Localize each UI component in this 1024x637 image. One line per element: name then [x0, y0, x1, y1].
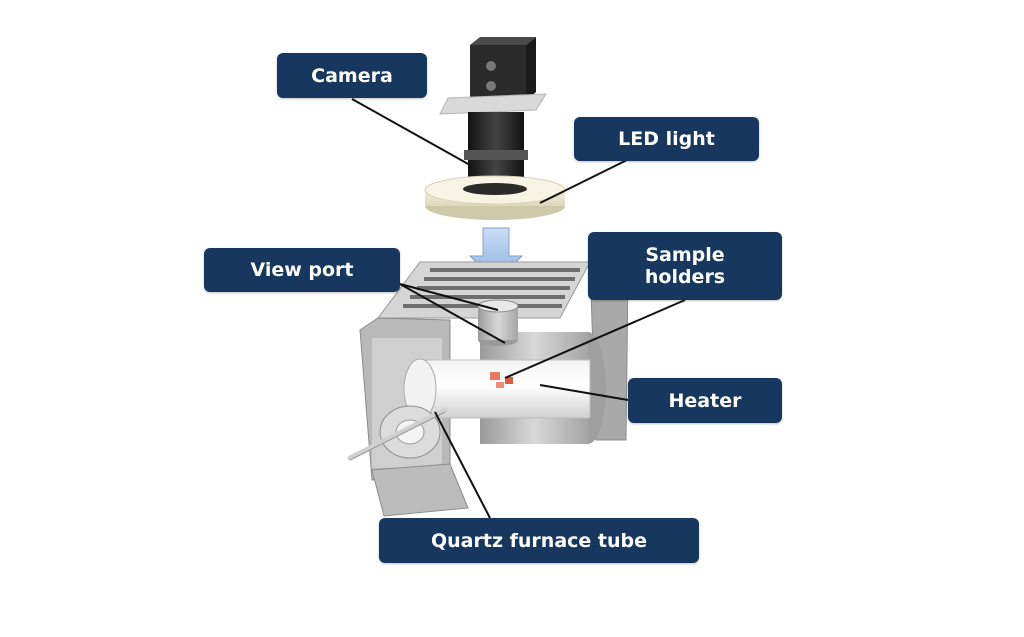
gas-inlet-rod-edge: [349, 411, 446, 461]
label-camera-text: Camera: [311, 64, 393, 87]
camera-illustration: [439, 37, 547, 188]
label-heater: Heater: [628, 378, 782, 423]
camera-lens-dot-bottom: [486, 81, 496, 91]
leader-led-light: [539, 159, 628, 204]
sample-holder-1: [490, 372, 500, 380]
label-heater-text: Heater: [668, 389, 742, 412]
camera-lens-dot-top: [486, 61, 496, 71]
camera-mount-plate: [439, 93, 547, 115]
camera-lens-ring: [464, 150, 528, 160]
gas-inlet-rod: [347, 407, 448, 461]
leader-sample-holders: [504, 299, 686, 379]
sample-holder-2: [505, 377, 513, 384]
label-camera: Camera: [277, 53, 427, 98]
label-led-light-text: LED light: [618, 128, 715, 150]
label-quartz-tube-text: Quartz furnace tube: [431, 529, 647, 552]
label-sample-holders: Sample holders: [588, 232, 782, 300]
camera-head-top: [470, 37, 536, 45]
view-port-top: [477, 299, 519, 313]
leader-view-port-b: [399, 283, 506, 344]
label-sample-holders-line2: holders: [644, 266, 726, 288]
label-view-port-text: View port: [250, 259, 354, 281]
label-view-port: View port: [204, 248, 400, 292]
led-ring-hole: [463, 183, 527, 195]
label-quartz-tube: Quartz furnace tube: [379, 518, 699, 563]
furnace-base: [371, 463, 469, 517]
label-led-light: LED light: [574, 117, 759, 161]
led-light-illustration: [424, 175, 566, 220]
leader-heater: [539, 384, 629, 401]
leader-quartz-tube: [434, 411, 491, 519]
leader-view-port-a: [399, 283, 499, 311]
furnace-illustration: [347, 261, 629, 517]
sample-holder-3: [496, 382, 504, 388]
grill-slots: [403, 268, 580, 308]
leader-lines: [351, 98, 686, 519]
label-sample-holders-line1: Sample: [645, 244, 725, 266]
camera-head-side: [526, 37, 536, 101]
leader-camera: [351, 98, 471, 166]
camera-head: [470, 45, 526, 101]
